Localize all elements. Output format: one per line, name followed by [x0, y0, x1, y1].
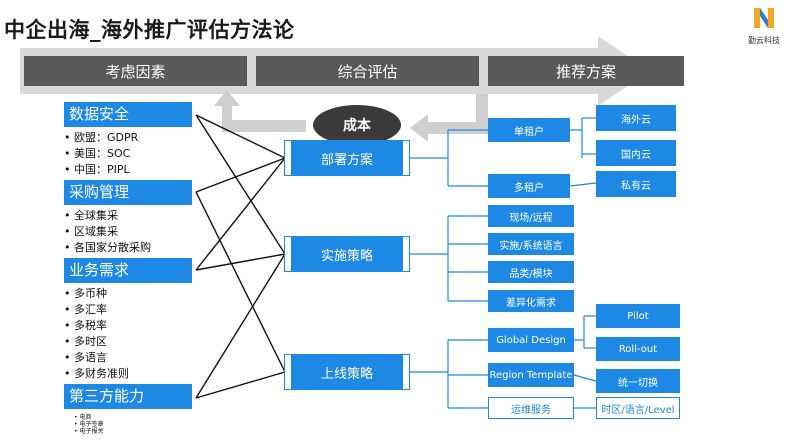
- middle-launch: 上线策略: [284, 354, 410, 390]
- logo-brand: 勤云科技: [748, 36, 780, 45]
- return-arrow-right: [410, 94, 488, 142]
- list-item: 多时区: [64, 334, 129, 350]
- category-procurement: 采购管理: [64, 180, 192, 205]
- list-item: 全球集采: [64, 208, 151, 224]
- list-item: 多财务准则: [64, 366, 129, 382]
- category-third-party: 第三方能力: [64, 384, 192, 409]
- return-arrow-left: [214, 90, 306, 132]
- middle-implementation: 实施策略: [284, 236, 410, 272]
- list-item: 各国家分散采购: [64, 240, 151, 256]
- node-overseas-cloud: 海外云: [596, 105, 676, 131]
- node-category-module: 品类/模块: [488, 261, 574, 283]
- node-region-template: Region Template: [488, 363, 574, 387]
- category-procurement-list: 全球集采 区域集采 各国家分散采购: [64, 208, 151, 256]
- node-single-tenant: 单租户: [488, 118, 570, 142]
- cross-lines: [195, 114, 286, 399]
- list-item: 多语言: [64, 350, 129, 366]
- list-item: 区域集采: [64, 224, 151, 240]
- node-timezone-language-level: 时区/语言/Level: [596, 397, 680, 419]
- node-pilot: Pilot: [596, 304, 680, 328]
- header-evaluation: 综合评估: [256, 56, 479, 86]
- tree-lines: [410, 117, 597, 409]
- list-item: 美国：SOC: [64, 146, 138, 162]
- node-ops-service: 运维服务: [488, 397, 574, 419]
- node-roll-out: Roll-out: [596, 337, 680, 361]
- node-unified-switch: 统一切换: [596, 369, 680, 393]
- list-item: 多币种: [64, 286, 129, 302]
- category-business-needs: 业务需求: [64, 258, 192, 283]
- category-third-party-list: 电商 电子签章 电子报关: [74, 414, 103, 435]
- list-item: 中国：PIPL: [64, 162, 138, 178]
- list-item: 电商: [74, 414, 103, 421]
- category-data-security-list: 欧盟：GDPR 美国：SOC 中国：PIPL: [64, 130, 138, 178]
- list-item: 多汇率: [64, 302, 129, 318]
- node-differentiated-needs: 差异化需求: [488, 290, 574, 312]
- node-system-language: 实施/系统语言: [488, 233, 574, 255]
- header-recommendation: 推荐方案: [488, 56, 684, 86]
- list-item: 电子报关: [74, 428, 103, 435]
- node-global-design: Global Design: [488, 328, 574, 352]
- node-domestic-cloud: 国内云: [596, 140, 676, 166]
- category-business-needs-list: 多币种 多汇率 多税率 多时区 多语言 多财务准则: [64, 286, 129, 382]
- middle-deployment: 部署方案: [284, 140, 410, 176]
- header-factors: 考虑因素: [24, 56, 247, 86]
- logo-icon: [754, 8, 774, 28]
- list-item: 欧盟：GDPR: [64, 130, 138, 146]
- node-onsite-remote: 现场/远程: [488, 205, 574, 227]
- node-private-cloud: 私有云: [596, 171, 676, 197]
- node-multi-tenant: 多租户: [488, 174, 570, 198]
- list-item: 多税率: [64, 318, 129, 334]
- category-data-security: 数据安全: [64, 102, 192, 127]
- list-item: 电子签章: [74, 421, 103, 428]
- page-title: 中企出海_海外推广评估方法论: [4, 18, 295, 42]
- company-logo: 勤云科技: [746, 6, 782, 46]
